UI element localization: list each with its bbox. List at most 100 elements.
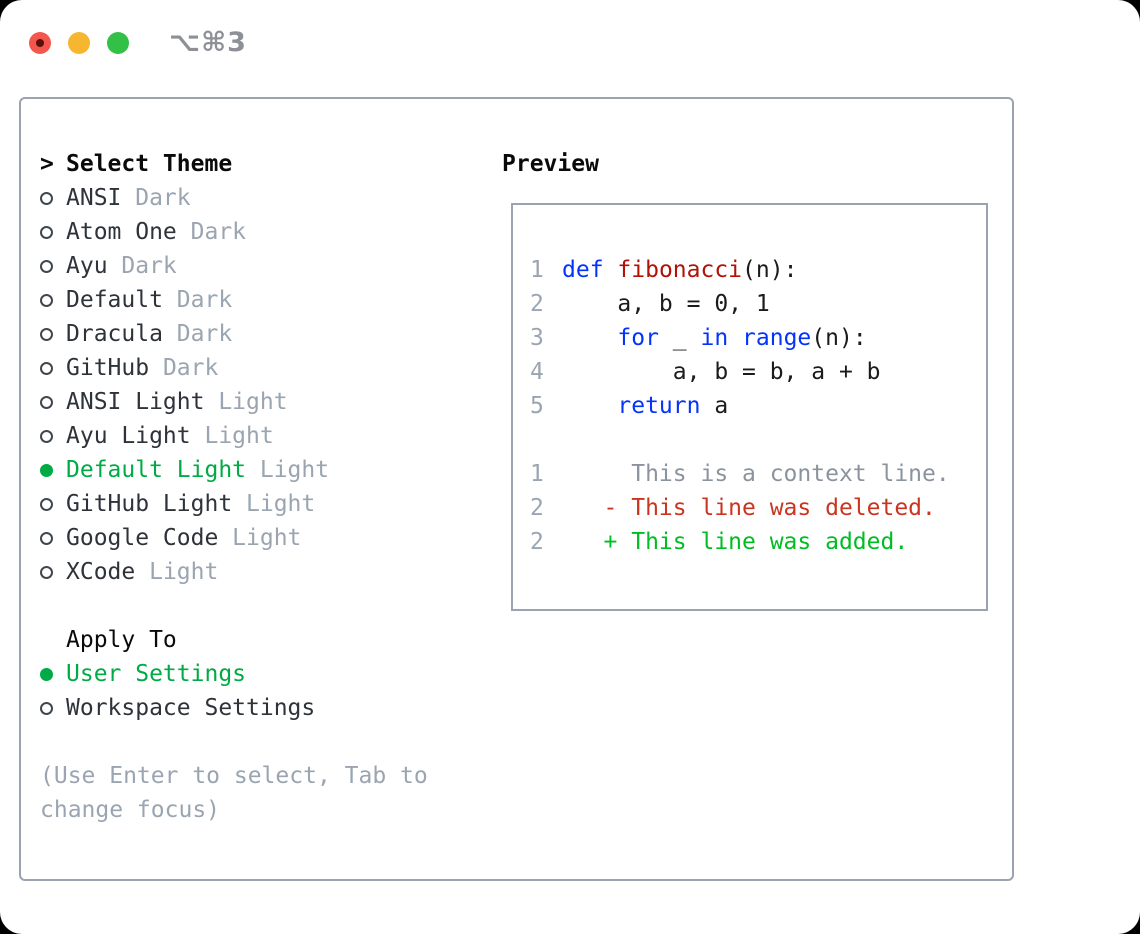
titlebar: ⌥⌘3 — [29, 27, 247, 58]
select-theme-header: > Select Theme — [40, 147, 502, 181]
theme-variant: Dark — [162, 355, 219, 381]
theme-name: GitHub — [66, 355, 150, 381]
theme-name: ANSI — [66, 185, 122, 211]
window-shortcut-label: ⌥⌘3 — [169, 27, 247, 58]
theme-option[interactable]: GitHub Dark — [40, 351, 502, 385]
spacer — [40, 589, 502, 623]
apply-to-title: Apply To — [66, 627, 177, 653]
theme-variant: Dark — [176, 287, 233, 313]
theme-name: GitHub Light — [66, 491, 233, 517]
theme-option[interactable]: Google Code Light — [40, 521, 502, 555]
prompt-icon: > — [40, 151, 54, 177]
theme-option[interactable]: XCode Light — [40, 555, 502, 589]
radio-icon — [40, 667, 66, 681]
preview-code-line: 1 def fibonacci(n): — [530, 253, 986, 287]
preview-code-line: 2 + This line was added. — [530, 525, 986, 559]
line-number: 3 — [530, 325, 544, 351]
code-text: return a — [617, 393, 729, 419]
radio-icon — [40, 293, 66, 307]
preview-title: Preview — [502, 151, 599, 177]
code-text: a, b = 0, 1 — [562, 291, 770, 317]
code-text: + This line was added. — [562, 529, 909, 555]
theme-variant: Light — [149, 559, 219, 585]
theme-option[interactable]: Default Light Light — [40, 453, 502, 487]
theme-option[interactable]: GitHub Light Light — [40, 487, 502, 521]
maximize-button-icon[interactable] — [107, 31, 129, 54]
line-number: 1 — [530, 461, 544, 487]
line-number: 1 — [530, 257, 544, 283]
radio-icon — [40, 463, 66, 477]
theme-name: Atom One — [66, 219, 177, 245]
theme-variant: Light — [259, 457, 330, 483]
radio-icon — [40, 361, 66, 375]
keyboard-hint: (Use Enter to select, Tab to change focu… — [40, 763, 428, 823]
radio-icon — [40, 395, 66, 409]
theme-variant: Light — [218, 389, 288, 415]
preview-code-line: 2 - This line was deleted. — [530, 491, 986, 525]
theme-option[interactable]: ANSI Dark — [40, 181, 502, 215]
apply-to-label: Workspace Settings — [66, 695, 316, 721]
apply-to-option[interactable]: Workspace Settings — [40, 691, 502, 725]
traffic-lights — [29, 31, 129, 54]
theme-variant: Dark — [176, 321, 233, 347]
select-theme-title: Select Theme — [66, 151, 233, 177]
theme-name: Default Light — [66, 457, 247, 483]
theme-name: Google Code — [66, 525, 219, 551]
code-text: a, b = b, a + b — [562, 359, 881, 385]
apply-to-header: Apply To — [40, 623, 502, 657]
theme-name: Dracula — [66, 321, 163, 347]
theme-variant: Light — [246, 491, 316, 517]
apply-to-list: User Settings Workspace Settings — [40, 657, 502, 725]
radio-icon — [40, 191, 66, 205]
theme-variant: Light — [204, 423, 274, 449]
preview-code-line: 2 a, b = 0, 1 — [530, 287, 986, 321]
radio-icon — [40, 225, 66, 239]
theme-name: Ayu Light — [66, 423, 191, 449]
apply-to-option[interactable]: User Settings — [40, 657, 502, 691]
theme-variant: Dark — [121, 253, 177, 279]
code-text: def fibonacci(n): — [562, 257, 798, 283]
apply-to-label: User Settings — [66, 661, 247, 687]
radio-icon — [40, 531, 66, 545]
preview-code-line: 5 return a — [530, 389, 986, 423]
theme-name: Ayu — [66, 253, 108, 279]
theme-option[interactable]: ANSI Light Light — [40, 385, 502, 419]
radio-icon — [40, 565, 66, 579]
preview-lines: 1 def fibonacci(n): 2 a, b = 0, 1 3 for … — [530, 253, 986, 559]
theme-option[interactable]: Dracula Dark — [40, 317, 502, 351]
theme-variant: Dark — [135, 185, 191, 211]
theme-option[interactable]: Ayu Dark — [40, 249, 502, 283]
preview-code-box: 1 def fibonacci(n): 2 a, b = 0, 1 3 for … — [511, 203, 988, 611]
radio-icon — [40, 259, 66, 273]
theme-option[interactable]: Default Dark — [40, 283, 502, 317]
code-text: - This line was deleted. — [562, 495, 936, 521]
theme-variant: Light — [232, 525, 302, 551]
radio-icon — [40, 497, 66, 511]
preview-code-line: 4 a, b = b, a + b — [530, 355, 986, 389]
preview-column: Preview 1 def fibonacci(n): 2 a, b = 0, … — [502, 99, 1012, 879]
line-number: 5 — [530, 393, 544, 419]
preview-code-line: 1 This is a context line. — [530, 457, 986, 491]
radio-icon — [40, 327, 66, 341]
line-number: 2 — [530, 495, 544, 521]
radio-icon — [40, 701, 66, 715]
theme-variant: Dark — [190, 219, 247, 245]
minimize-button-icon[interactable] — [68, 31, 90, 54]
line-number: 4 — [530, 359, 544, 385]
preview-code-line — [530, 423, 986, 457]
theme-name: ANSI Light — [66, 389, 205, 415]
line-number: 2 — [530, 291, 544, 317]
code-text: for _ in range(n): — [617, 325, 867, 351]
theme-name: Default — [66, 287, 163, 313]
radio-icon — [40, 429, 66, 443]
line-number — [530, 423, 562, 457]
theme-name: XCode — [66, 559, 136, 585]
close-button-icon[interactable] — [29, 31, 51, 54]
theme-option[interactable]: Atom One Dark — [40, 215, 502, 249]
theme-option[interactable]: Ayu Light Light — [40, 419, 502, 453]
code-text: This is a context line. — [562, 461, 950, 487]
